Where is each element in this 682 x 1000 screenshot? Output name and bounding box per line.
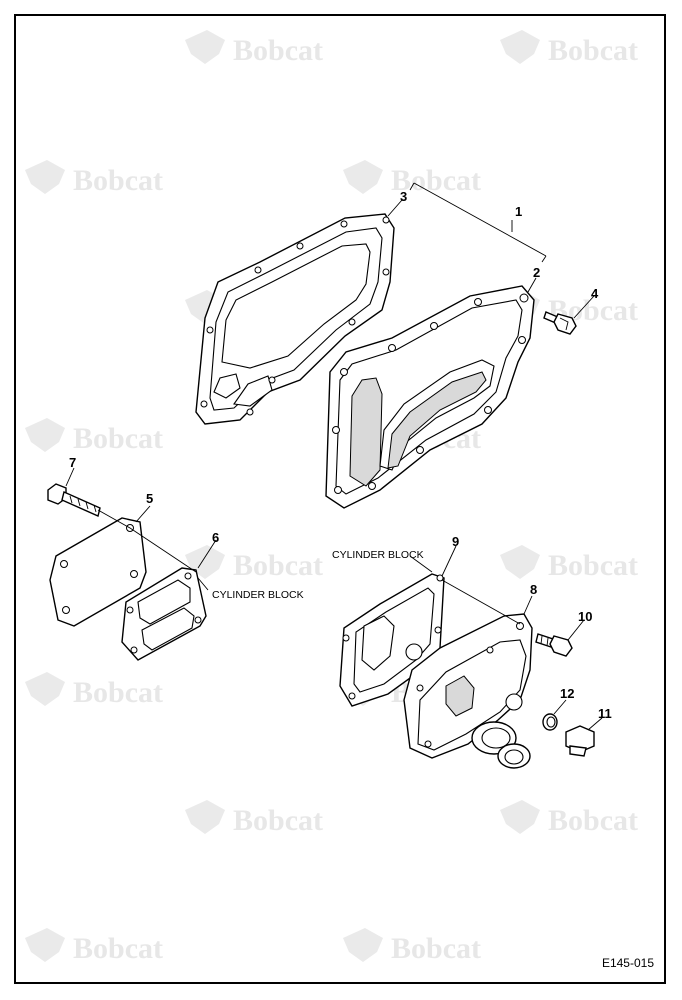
svg-text:Bobcat: Bobcat [548,34,638,67]
part-12-o-ring [542,713,558,731]
watermark: Bobcat [343,928,481,965]
callout-5: 5 [146,491,153,506]
callout-12: 12 [560,686,574,701]
callout-1: 1 [515,204,522,219]
callout-2: 2 [533,265,540,280]
callout-3: 3 [400,189,407,204]
watermark: Bobcat [25,160,163,197]
callout-4: 4 [591,286,599,301]
callout-8: 8 [530,582,537,597]
part-9-gasket [339,573,445,707]
watermark: Bobcat [25,418,163,455]
svg-text:Bobcat: Bobcat [233,549,323,582]
svg-text:Bobcat: Bobcat [548,804,638,837]
part-5-plate [49,517,147,627]
svg-text:Bobcat: Bobcat [73,676,163,709]
callout-11: 11 [598,706,612,721]
figure-code: E145-015 [601,956,654,970]
reference-label-cylinder-block-upper: CYLINDER BLOCK [332,549,424,561]
part-2-cover-plate [325,285,535,509]
part-4-bolt [543,311,577,335]
callout-9: 9 [452,534,459,549]
part-7-bolt [47,483,101,517]
reference-label-cylinder-block-lower: CYLINDER BLOCK [212,589,304,601]
callout-10: 10 [578,609,592,624]
watermark: Bobcat [185,30,323,67]
watermark: Bobcat [185,545,323,582]
callout-labels: 1 2 3 4 5 6 7 8 9 10 11 12 [69,189,612,721]
watermark: Bobcat [500,545,638,582]
watermark: Bobcat [500,30,638,67]
svg-text:Bobcat: Bobcat [233,34,323,67]
svg-text:Bobcat: Bobcat [73,932,163,965]
callout-7: 7 [69,455,76,470]
watermark: Bobcat [25,928,163,965]
svg-text:Bobcat: Bobcat [548,549,638,582]
svg-text:Bobcat: Bobcat [391,164,481,197]
watermark: Bobcat [500,800,638,837]
leader-lines [65,182,603,731]
part-3-gasket [195,213,395,425]
part-8-housing [403,613,533,769]
callout-6: 6 [212,530,219,545]
watermark: Bobcat [343,160,481,197]
part-11-plug [565,725,595,757]
watermark: Bobcat [185,800,323,837]
svg-text:Bobcat: Bobcat [73,422,163,455]
watermark: Bobcat [25,672,163,709]
svg-text:Bobcat: Bobcat [233,804,323,837]
part-10-bolt [535,633,573,657]
part-6-gasket [121,567,207,661]
svg-text:Bobcat: Bobcat [391,932,481,965]
svg-text:Bobcat: Bobcat [73,164,163,197]
